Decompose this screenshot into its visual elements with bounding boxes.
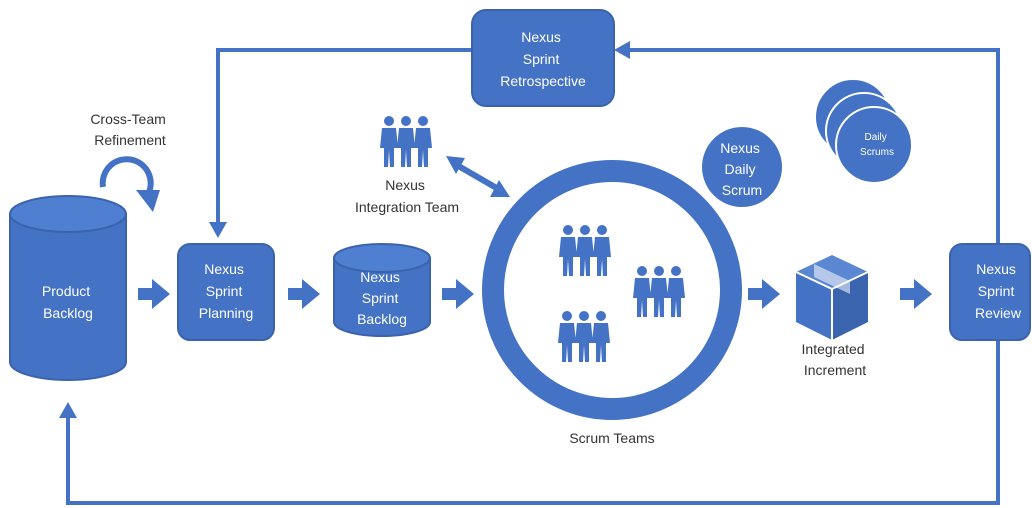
review-to-retro-line (626, 48, 1000, 245)
sprint-backlog-label-2: Sprint (362, 290, 399, 306)
svg-text:Nexus Sprint Plann: Nexus Sprint Planning (199, 261, 254, 321)
svg-text:Nexus Sprint Retro: Nexus Sprint Retrospective (500, 29, 586, 89)
product-backlog-cylinder: Product Backlog (9, 195, 127, 381)
retro-to-planning-line (216, 48, 472, 226)
scrum-teams-ring (482, 160, 742, 420)
retrospective-box: Nexus Sprint Retrospective (471, 9, 615, 107)
cross-team-refinement-label: Cross-Team Refinement (90, 111, 169, 148)
product-backlog-label-1: Product (42, 283, 90, 299)
cube-box-icon (795, 255, 869, 340)
circular-arrow-icon (99, 156, 160, 212)
sprint-backlog-cylinder: Nexus Sprint Backlog (333, 243, 431, 337)
sprint-planning-label-1: Nexus (204, 261, 244, 277)
double-arrow-icon (446, 156, 510, 197)
scrum-team-icon-3 (558, 311, 610, 362)
loop-arrowheads (59, 41, 630, 418)
sprint-backlog-label-3: Backlog (357, 311, 407, 327)
arrow-planning-to-sprint-backlog (288, 279, 320, 309)
sprint-planning-label-3: Planning (199, 305, 254, 321)
svg-text:Product Backlog: Product Backlog (42, 283, 94, 321)
feedback-loop-connectors (66, 48, 1000, 505)
sprint-planning-label-2: Sprint (206, 283, 243, 299)
integration-team-people-icon (380, 116, 432, 167)
arrow-increment-to-review (900, 279, 932, 309)
integrated-increment-label: Integrated Increment (802, 341, 869, 378)
sprint-review-label-3: Review (975, 305, 1022, 321)
sprint-review-label-2: Sprint (978, 283, 1015, 299)
sprint-review-label-1: Nexus (976, 261, 1016, 277)
nexus-daily-scrum-circle: Nexus Daily Scrum (702, 127, 782, 207)
daily-scrums-stack: Daily Scrums (814, 78, 913, 184)
scrum-teams-label: Scrum Teams (569, 430, 654, 446)
scrum-team-icon-2 (633, 266, 685, 317)
arrowhead-up-backlog (59, 402, 77, 418)
integration-team-label: Nexus Integration Team (355, 177, 459, 215)
sprint-review-box: Nexus Sprint Review (949, 243, 1031, 341)
sprint-planning-box: Nexus Sprint Planning (177, 243, 275, 341)
review-to-backlog-line (66, 341, 1000, 505)
arrow-teams-to-increment (748, 279, 780, 309)
arrow-backlog-to-planning (138, 279, 170, 309)
svg-text:Nexus Sprint Revie: Nexus Sprint Review (975, 261, 1022, 321)
retrospective-label-2: Sprint (523, 51, 560, 67)
svg-text:Daily Scrums: Daily Scrums (860, 132, 894, 158)
retrospective-label-1: Nexus (521, 29, 561, 45)
svg-text:Nexus Daily Scrum: Nexus Daily Scrum (720, 140, 764, 198)
arrow-sprint-backlog-to-teams (442, 279, 474, 309)
product-backlog-label-2: Backlog (43, 305, 93, 321)
sprint-backlog-label-1: Nexus (360, 269, 400, 285)
svg-text:Nexus Sprint Backl: Nexus Sprint Backlog (357, 269, 407, 327)
retrospective-label-3: Retrospective (500, 73, 586, 89)
arrowhead-down-planning (209, 222, 227, 238)
arrowhead-left-retro (614, 41, 630, 59)
scrum-team-icon-1 (559, 225, 611, 276)
